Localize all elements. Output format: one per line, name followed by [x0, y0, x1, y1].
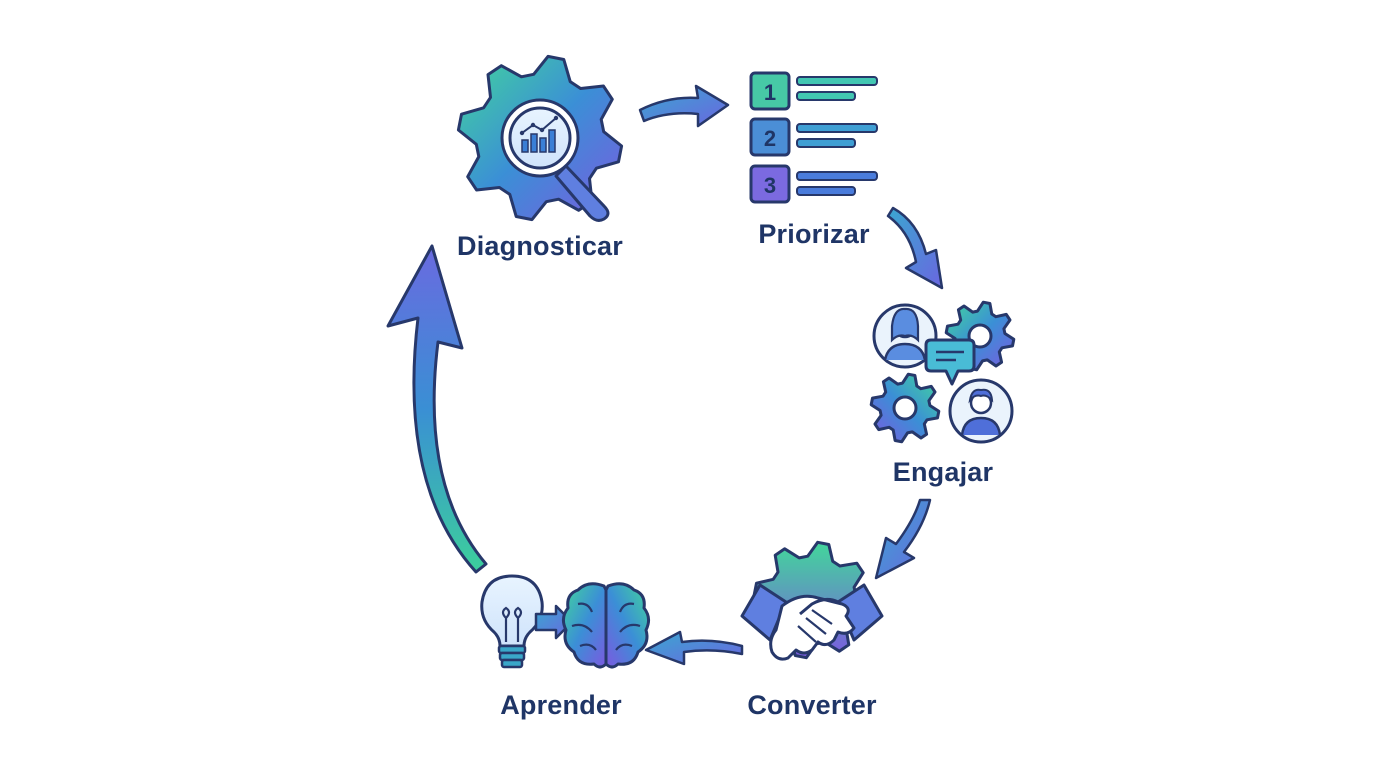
stage-label-diagnosticar: Diagnosticar	[457, 231, 623, 261]
list-number: 3	[764, 173, 776, 198]
stage-label-engajar: Engajar	[892, 457, 994, 487]
arrow-aprender-to-diagnosticar	[386, 244, 488, 574]
list-item: 3	[749, 164, 878, 204]
list-number: 1	[764, 80, 776, 105]
gear-magnifier-chart-icon	[456, 54, 624, 222]
people-gears-chat-icon	[869, 300, 1016, 444]
arrow-engajar-to-converter	[874, 498, 932, 580]
stage-label-converter: Converter	[747, 690, 877, 720]
numbered-list-icon: 1 2 3	[749, 71, 878, 204]
stage-label-aprender: Aprender	[500, 690, 622, 720]
chat-bubble-icon	[924, 338, 976, 386]
arrow-priorizar-to-engajar	[886, 206, 944, 290]
arrow-diagnosticar-to-priorizar	[638, 84, 730, 128]
lightbulb-brain-icon	[480, 574, 651, 669]
stage-label-priorizar: Priorizar	[758, 219, 870, 249]
list-item: 1	[749, 71, 878, 111]
list-item: 2	[749, 117, 878, 157]
person-avatar	[948, 378, 1014, 444]
gear-handshake-icon	[740, 540, 884, 661]
brain-icon	[561, 582, 651, 669]
arrow-converter-to-aprender	[644, 630, 744, 666]
list-number: 2	[764, 126, 776, 151]
lightbulb-icon	[480, 574, 544, 669]
person-avatar	[872, 303, 938, 369]
